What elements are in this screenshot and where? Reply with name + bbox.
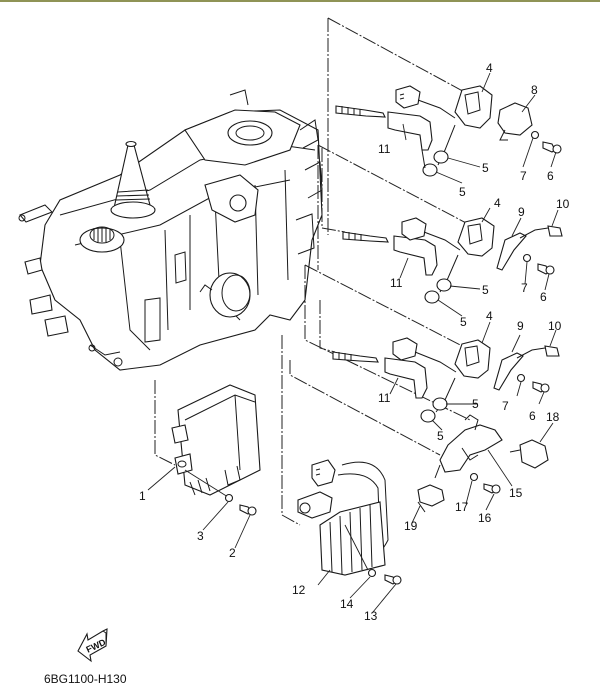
part-label-9[interactable]: 9 — [518, 205, 525, 219]
bracket-drawing — [434, 414, 503, 479]
part-label-5[interactable]: 5 — [482, 283, 489, 297]
part-label-3[interactable]: 3 — [197, 529, 204, 543]
part-label-5[interactable]: 5 — [437, 429, 444, 443]
part-label-6[interactable]: 6 — [547, 169, 554, 183]
part-label-10[interactable]: 10 — [548, 319, 562, 333]
part-label-5[interactable]: 5 — [460, 315, 467, 329]
part-label-19[interactable]: 19 — [404, 519, 418, 533]
part-label-9[interactable]: 9 — [517, 319, 524, 333]
part-label-4[interactable]: 4 — [486, 61, 493, 75]
part-label-8[interactable]: 8 — [531, 83, 538, 97]
part-label-4[interactable]: 4 — [494, 196, 501, 210]
part-label-5[interactable]: 5 — [459, 185, 466, 199]
rectifier-drawing — [297, 459, 402, 585]
part-label-1[interactable]: 1 — [139, 489, 146, 503]
spark-plug-drawing — [335, 105, 386, 118]
part-label-7[interactable]: 7 — [520, 169, 527, 183]
part-label-4[interactable]: 4 — [486, 309, 493, 323]
frame-top-border — [0, 0, 600, 2]
part-label-11[interactable]: 11 — [378, 391, 391, 405]
part-label-5[interactable]: 5 — [472, 397, 479, 411]
part-label-6[interactable]: 6 — [529, 409, 536, 423]
part-label-11[interactable]: 11 — [390, 276, 403, 290]
diagram-code: 6BG1100-H130 — [44, 672, 127, 686]
part-label-6[interactable]: 6 — [540, 290, 547, 304]
cdi-unit-drawing — [171, 384, 261, 516]
part-label-7[interactable]: 7 — [502, 399, 509, 413]
part-label-17[interactable]: 17 — [455, 500, 469, 514]
clamp-drawing — [417, 439, 549, 513]
spark-plug-drawing — [332, 351, 379, 363]
ignition-coil-group-2 — [342, 217, 563, 304]
callout-frames — [154, 17, 471, 526]
washer-drawing — [469, 472, 479, 482]
part-label-14[interactable]: 14 — [340, 597, 354, 611]
ignition-coil-group-1 — [335, 85, 562, 177]
engine-block-drawing — [18, 89, 323, 371]
part-label-2[interactable]: 2 — [229, 546, 236, 560]
part-label-15[interactable]: 15 — [509, 486, 523, 500]
part-label-11[interactable]: 11 — [378, 142, 391, 156]
spark-plug-drawing — [342, 231, 389, 243]
ignition-coil-group-3 — [332, 337, 560, 423]
bolt-drawing — [483, 483, 501, 494]
part-label-18[interactable]: 18 — [546, 410, 560, 424]
part-label-12[interactable]: 12 — [292, 583, 306, 597]
leader-lines — [147, 72, 559, 613]
part-label-7[interactable]: 7 — [521, 281, 528, 295]
part-label-16[interactable]: 16 — [478, 511, 492, 525]
forward-arrow-icon: FWD — [77, 628, 108, 663]
part-label-5[interactable]: 5 — [482, 161, 489, 175]
part-label-10[interactable]: 10 — [556, 197, 570, 211]
part-labels: 4 8 11 5 5 7 6 4 9 10 11 5 5 7 6 4 9 10 … — [139, 61, 570, 623]
part-label-13[interactable]: 13 — [364, 609, 378, 623]
